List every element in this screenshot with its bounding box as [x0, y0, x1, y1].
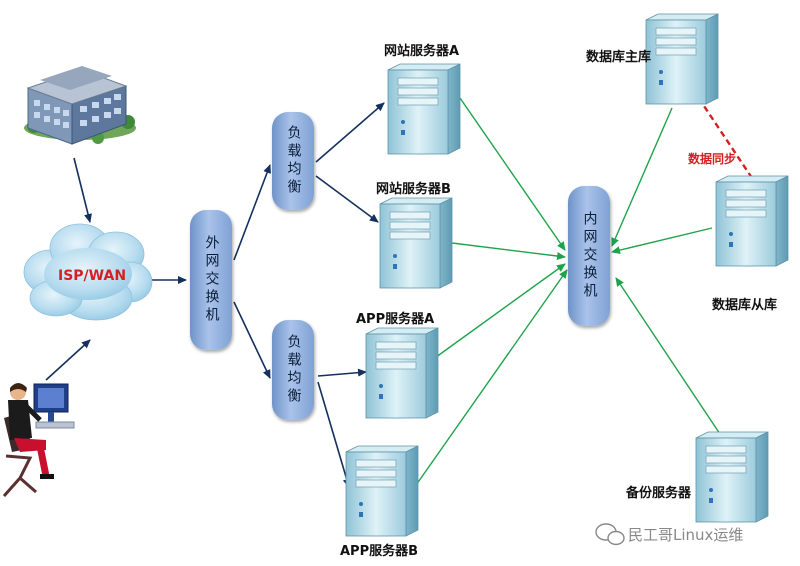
db-sync-arrow — [695, 93, 753, 179]
web-server-a-label: 网站服务器A — [384, 44, 460, 59]
web-server-a-icon — [387, 63, 461, 155]
web-server-b-label: 网站服务器B — [376, 182, 451, 197]
db-master-label: 数据库主库 — [586, 50, 652, 65]
navy-connectors — [45, 102, 385, 488]
inner-switch-label: 内网交换机 — [581, 211, 598, 301]
office-building-icon — [24, 66, 136, 145]
cloud-icon — [23, 223, 153, 321]
outer-switch-label: 外网交换机 — [203, 235, 220, 325]
db-sync-label: 数据同步 — [688, 152, 737, 166]
app-server-b-label: APP服务器B — [340, 544, 419, 559]
load-balancer-top-label: 负载均衡 — [285, 125, 302, 197]
backup-server-label: 备份服务器 — [626, 486, 692, 501]
app-server-a-label: APP服务器A — [356, 312, 435, 327]
db-slave-label: 数据库从库 — [712, 298, 778, 313]
load-balancer-top: 负载均衡 — [272, 112, 314, 210]
wechat-icon — [595, 523, 625, 546]
app-server-a-icon — [365, 327, 439, 419]
load-balancer-bottom: 负载均衡 — [272, 320, 314, 420]
web-server-b-icon — [379, 197, 453, 289]
isp-wan-label: ISP/WAN — [58, 268, 127, 284]
watermark-text: 民工哥Linux运维 — [628, 526, 744, 544]
load-balancer-bottom-label: 负载均衡 — [285, 334, 302, 406]
inner-switch: 内网交换机 — [568, 186, 610, 326]
db-master-server-icon — [645, 13, 719, 105]
backup-server-icon — [695, 431, 769, 523]
db-slave-server-icon — [715, 175, 789, 267]
green-connectors — [413, 97, 725, 489]
app-server-b-icon — [345, 445, 419, 537]
user-computer-icon — [2, 383, 75, 497]
outer-switch: 外网交换机 — [190, 210, 232, 350]
